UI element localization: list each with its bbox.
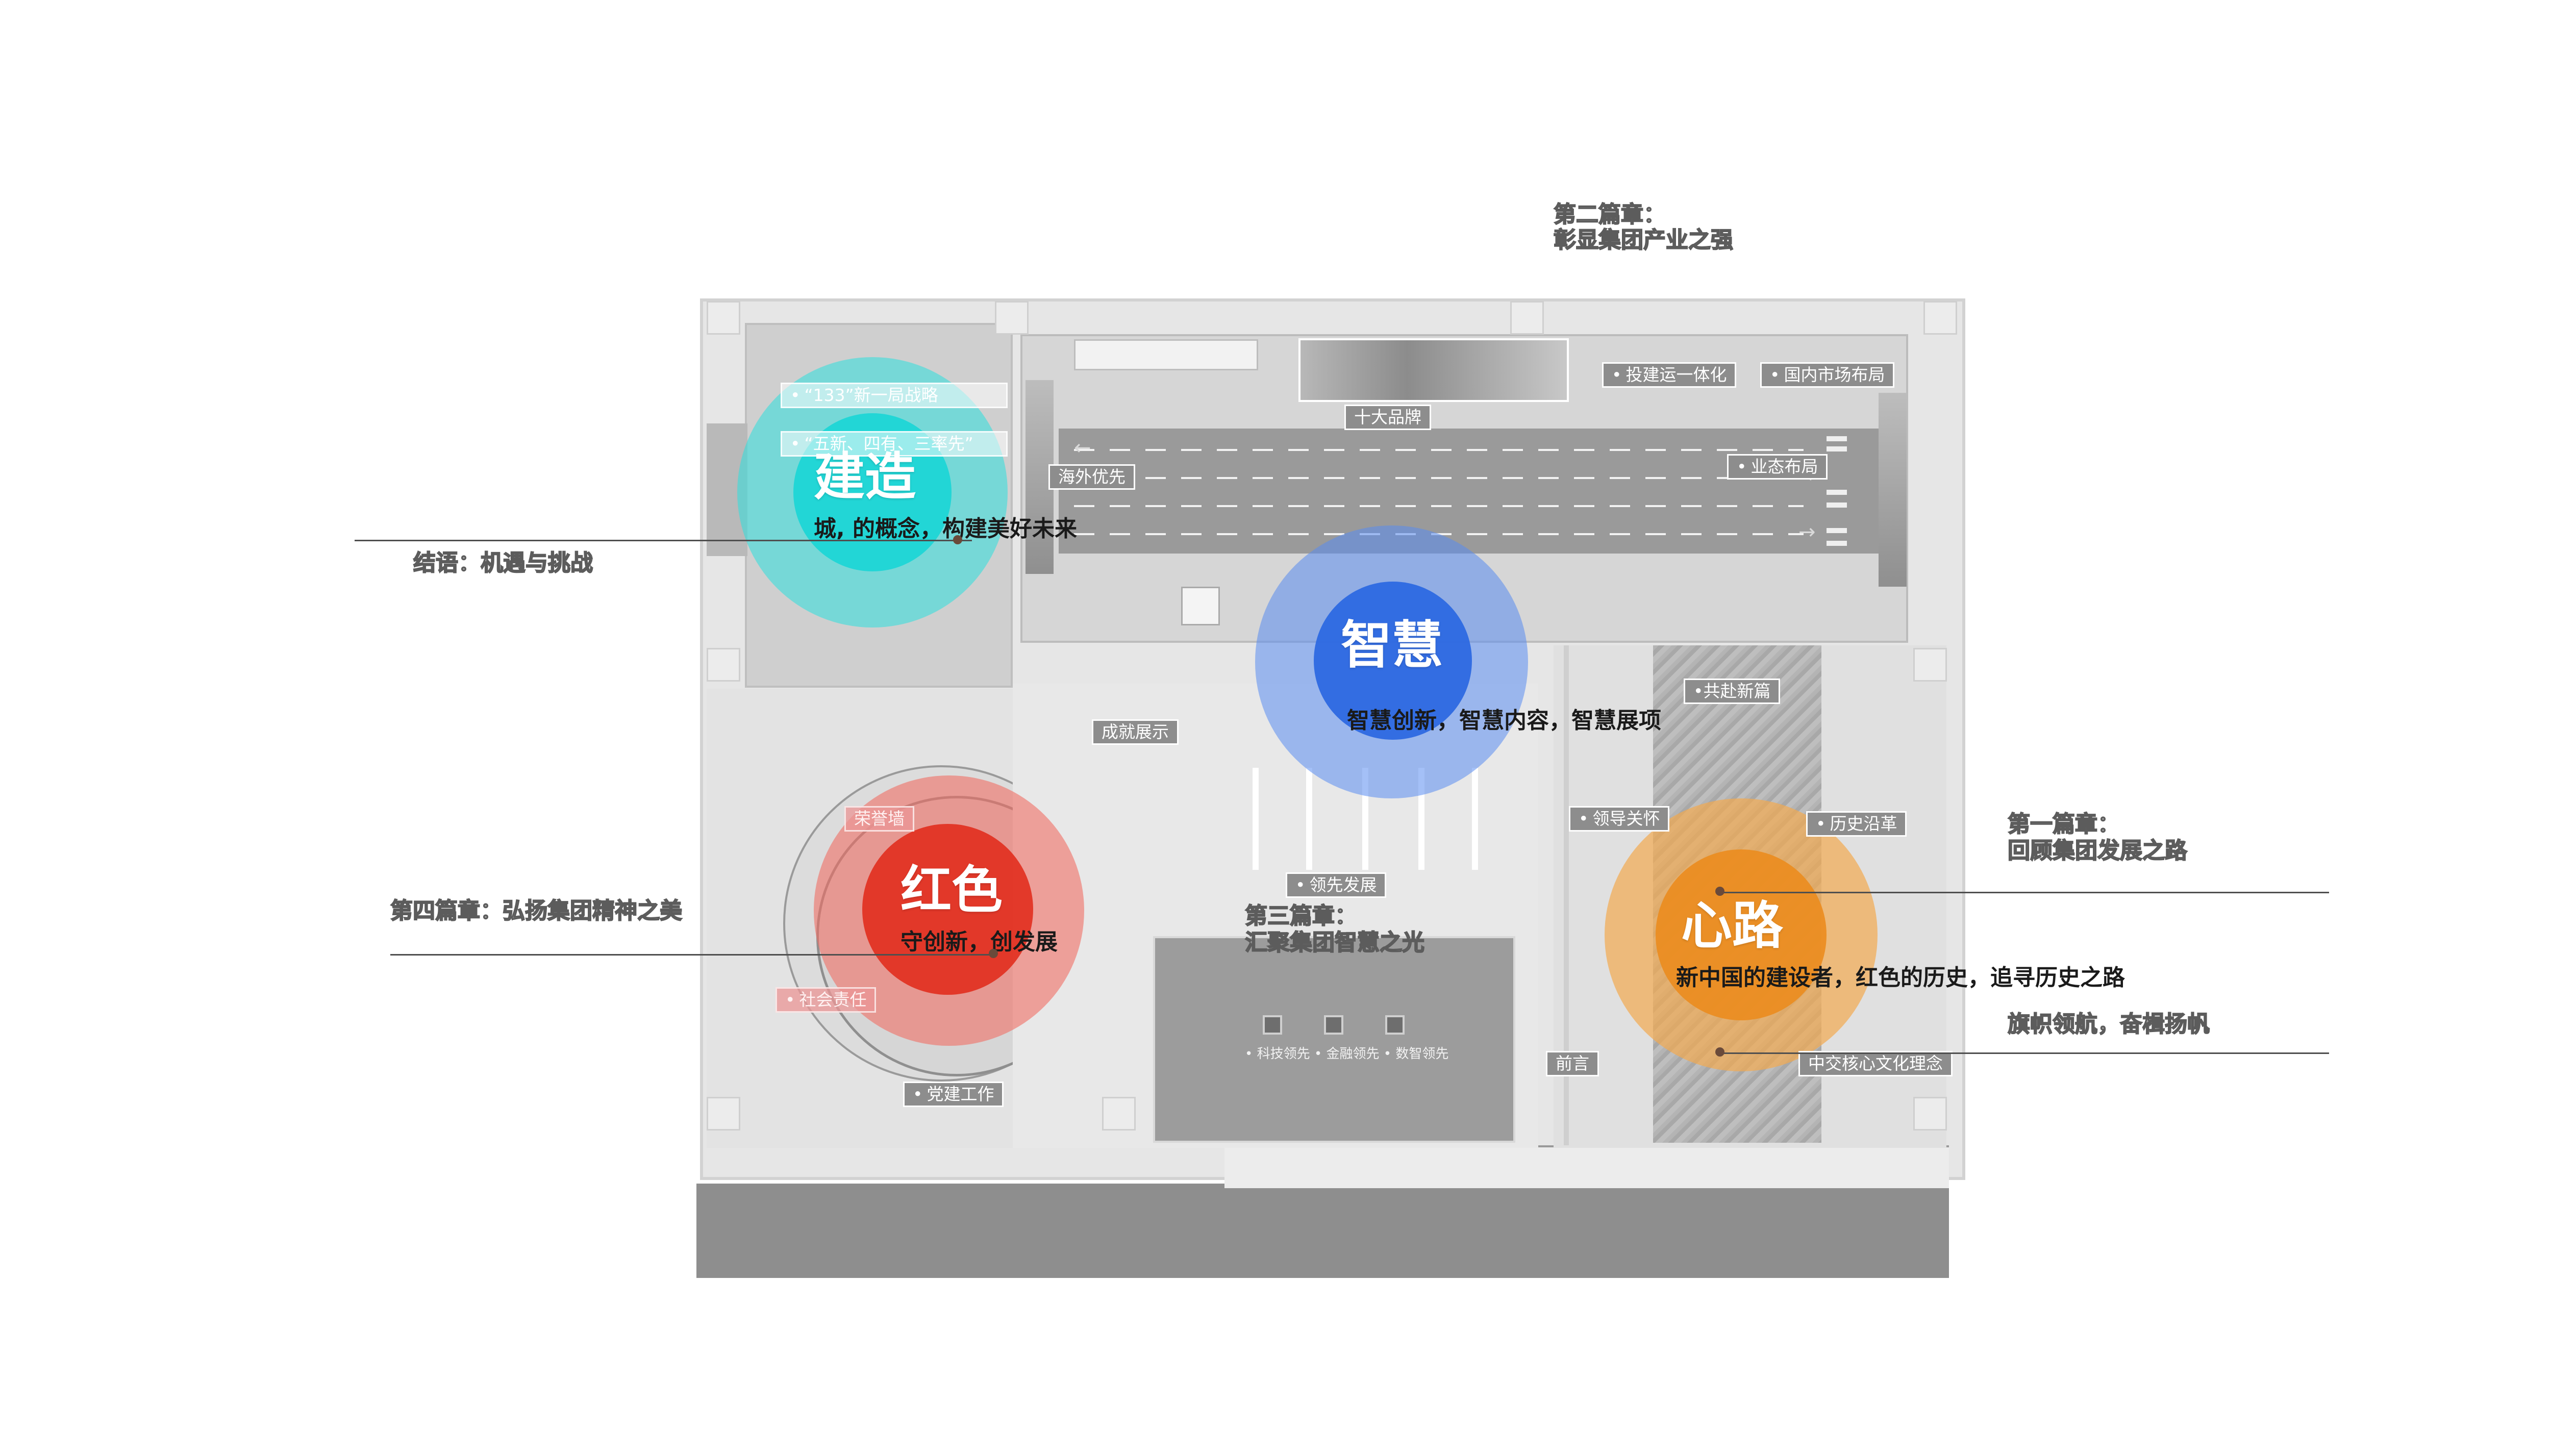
pillar xyxy=(707,1097,740,1131)
chapter1-lead-line xyxy=(1722,892,2329,893)
chapter2-line1: 第二篇章： xyxy=(1553,201,1666,228)
chapter2-line2: 彰显集团产业之强 xyxy=(1553,227,1734,254)
arrow-left-icon: ← xyxy=(1074,436,1091,460)
pillar xyxy=(995,301,1029,335)
stripe-mark xyxy=(1827,490,1847,495)
label-wuxin: “五新、四有、三率先” xyxy=(781,431,1008,457)
chapter1-line2: 回顾集团发展之路 xyxy=(2007,837,2188,864)
heart-core xyxy=(1656,849,1827,1020)
label-business: 业态布局 xyxy=(1727,454,1828,480)
pillar xyxy=(1913,648,1947,682)
ending-title: 结语：机遇与挑战 xyxy=(413,549,593,576)
label-social: 社会责任 xyxy=(776,987,877,1013)
chapter4-lead-line xyxy=(390,954,997,956)
pillar-bar xyxy=(1472,768,1478,870)
pillar-bar xyxy=(1306,768,1312,870)
stripe-mark xyxy=(1827,446,1847,451)
display-case xyxy=(1074,339,1258,370)
label-preface: 前言 xyxy=(1546,1051,1599,1076)
chapter3-line2: 汇聚集团智慧之光 xyxy=(1244,929,1425,956)
bottom-band xyxy=(696,1184,1949,1278)
chapter1-sub-lead-line xyxy=(1722,1052,2329,1054)
screen-icon xyxy=(1324,1015,1343,1035)
pillar xyxy=(707,648,740,682)
kiosk xyxy=(1181,587,1220,625)
label-new-chapter: •共赴新篇 xyxy=(1684,679,1781,704)
corridor-right-wall xyxy=(1879,393,1907,587)
label-integration: 投建运一体化 xyxy=(1602,362,1737,388)
smart-title: 智慧 xyxy=(1341,615,1443,675)
screen-icon xyxy=(1263,1015,1282,1035)
red-dot xyxy=(989,949,998,958)
pillar xyxy=(1102,1097,1136,1131)
pillar xyxy=(707,301,740,335)
pillar xyxy=(1913,1097,1947,1131)
screen-icon xyxy=(1385,1015,1405,1035)
label-domestic: 国内市场布局 xyxy=(1760,362,1895,388)
dash-line-2 xyxy=(1074,477,1804,479)
build-dot xyxy=(953,535,962,544)
chapter3-line1: 第三篇章： xyxy=(1244,902,1358,930)
smart-caption: 智慧创新，智慧内容，智慧展项 xyxy=(1347,708,1661,734)
heart-dot-lower xyxy=(1715,1047,1724,1057)
divider-wall xyxy=(1564,645,1569,1145)
label-ten-brands: 十大品牌 xyxy=(1344,405,1431,430)
pillar-bar xyxy=(1253,768,1259,870)
dash-line-1 xyxy=(1074,449,1804,451)
heart-caption: 新中国的建设者，红色的历史，追寻历史之路 xyxy=(1676,965,2125,991)
chapter4-title: 第四篇章：弘扬集团精神之美 xyxy=(390,897,683,924)
label-party: 党建工作 xyxy=(903,1082,1004,1107)
heart-title: 心路 xyxy=(1681,896,1783,956)
label-core-values: 中交核心文化理念 xyxy=(1798,1051,1953,1076)
build-title: 建造 xyxy=(814,447,916,507)
heart-dot-upper xyxy=(1715,887,1724,896)
label-honor-wall: 荣誉墙 xyxy=(844,806,914,832)
red-caption: 守创新，创发展 xyxy=(901,929,1058,955)
build-caption: 城, 的概念，构建美好未来 xyxy=(814,516,1078,542)
stripe-mark xyxy=(1827,436,1847,441)
dash-line-3 xyxy=(1074,505,1804,507)
label-133-strategy: “133”新一局战略 xyxy=(781,383,1008,408)
stripe-mark xyxy=(1827,541,1847,546)
label-lead: 领先发展 xyxy=(1286,872,1387,898)
chapter1-line1: 第一篇章： xyxy=(2007,811,2120,838)
stripe-mark xyxy=(1827,528,1847,533)
brand-screen xyxy=(1298,338,1569,402)
label-overseas: 海外优先 xyxy=(1048,464,1135,490)
ending-lead-line xyxy=(355,540,972,541)
red-core xyxy=(862,824,1033,995)
arrow-right-icon: → xyxy=(1798,520,1816,544)
label-leadership: 领导关怀 xyxy=(1569,806,1670,832)
stripe-mark xyxy=(1827,503,1847,508)
label-history: 历史沿革 xyxy=(1806,811,1907,837)
entrance-ramp xyxy=(1224,1145,1949,1188)
chapter1-subtitle: 旗帜领航，奋楫扬帆 xyxy=(2007,1011,2210,1038)
pillar xyxy=(1510,301,1544,335)
tech-block xyxy=(1153,936,1515,1143)
label-achievement: 成就展示 xyxy=(1092,719,1179,745)
smart-core xyxy=(1314,582,1472,740)
pillar xyxy=(1923,301,1957,335)
red-title: 红色 xyxy=(901,860,1003,920)
tech-lead-text: • 科技领先 • 金融领先 • 数智领先 xyxy=(1245,1046,1449,1062)
